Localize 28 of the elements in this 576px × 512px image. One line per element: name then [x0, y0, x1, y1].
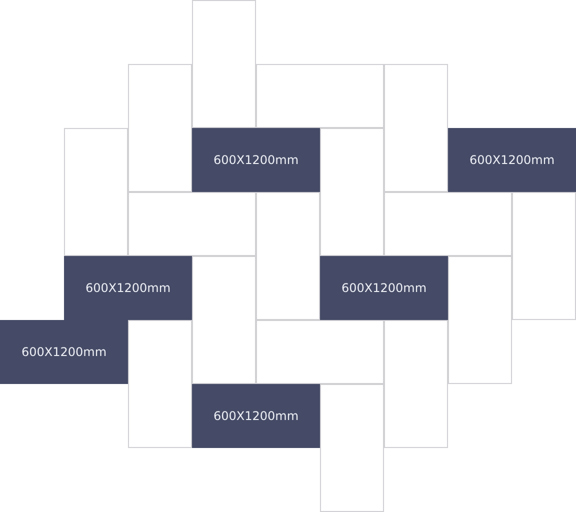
- floor-tile: [448, 128, 576, 192]
- floor-tile: [0, 320, 128, 384]
- size-label: 600X1200mm: [341, 281, 427, 295]
- floor-tile: [256, 192, 320, 320]
- floor-tile: [384, 64, 448, 192]
- floor-tile: [192, 384, 320, 448]
- floor-tile: [384, 320, 448, 448]
- floor-tile: [320, 384, 384, 512]
- floor-tile: [192, 128, 320, 192]
- floor-tile: [448, 256, 512, 384]
- floor-tile: [320, 256, 448, 320]
- floor-tile: [64, 256, 192, 320]
- floor-tile: [384, 192, 512, 256]
- size-label: 600X1200mm: [213, 153, 299, 167]
- floor-tile: [256, 320, 384, 384]
- floor-tile: [64, 128, 128, 256]
- floor-tile: [128, 64, 192, 192]
- floor-tile: [192, 256, 256, 384]
- floor-tile: [256, 64, 384, 128]
- floor-tile: [192, 0, 256, 128]
- floor-tile: [320, 128, 384, 256]
- size-label: 600X1200mm: [469, 153, 555, 167]
- floor-tile: [128, 192, 256, 256]
- floor-tile: [512, 192, 576, 320]
- size-label: 600X1200mm: [21, 345, 107, 359]
- size-label: 600X1200mm: [85, 281, 171, 295]
- floor-tile: [128, 320, 192, 448]
- size-label: 600X1200mm: [213, 409, 299, 423]
